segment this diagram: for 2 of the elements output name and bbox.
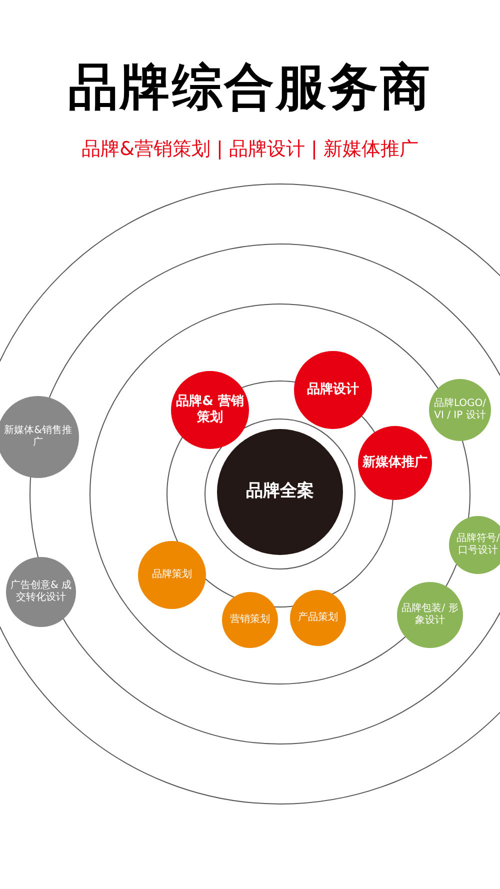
subtitle: 品牌&营销策划 | 品牌设计 | 新媒体推广: [80, 140, 420, 159]
title: 品牌综合服务商: [67, 62, 433, 112]
